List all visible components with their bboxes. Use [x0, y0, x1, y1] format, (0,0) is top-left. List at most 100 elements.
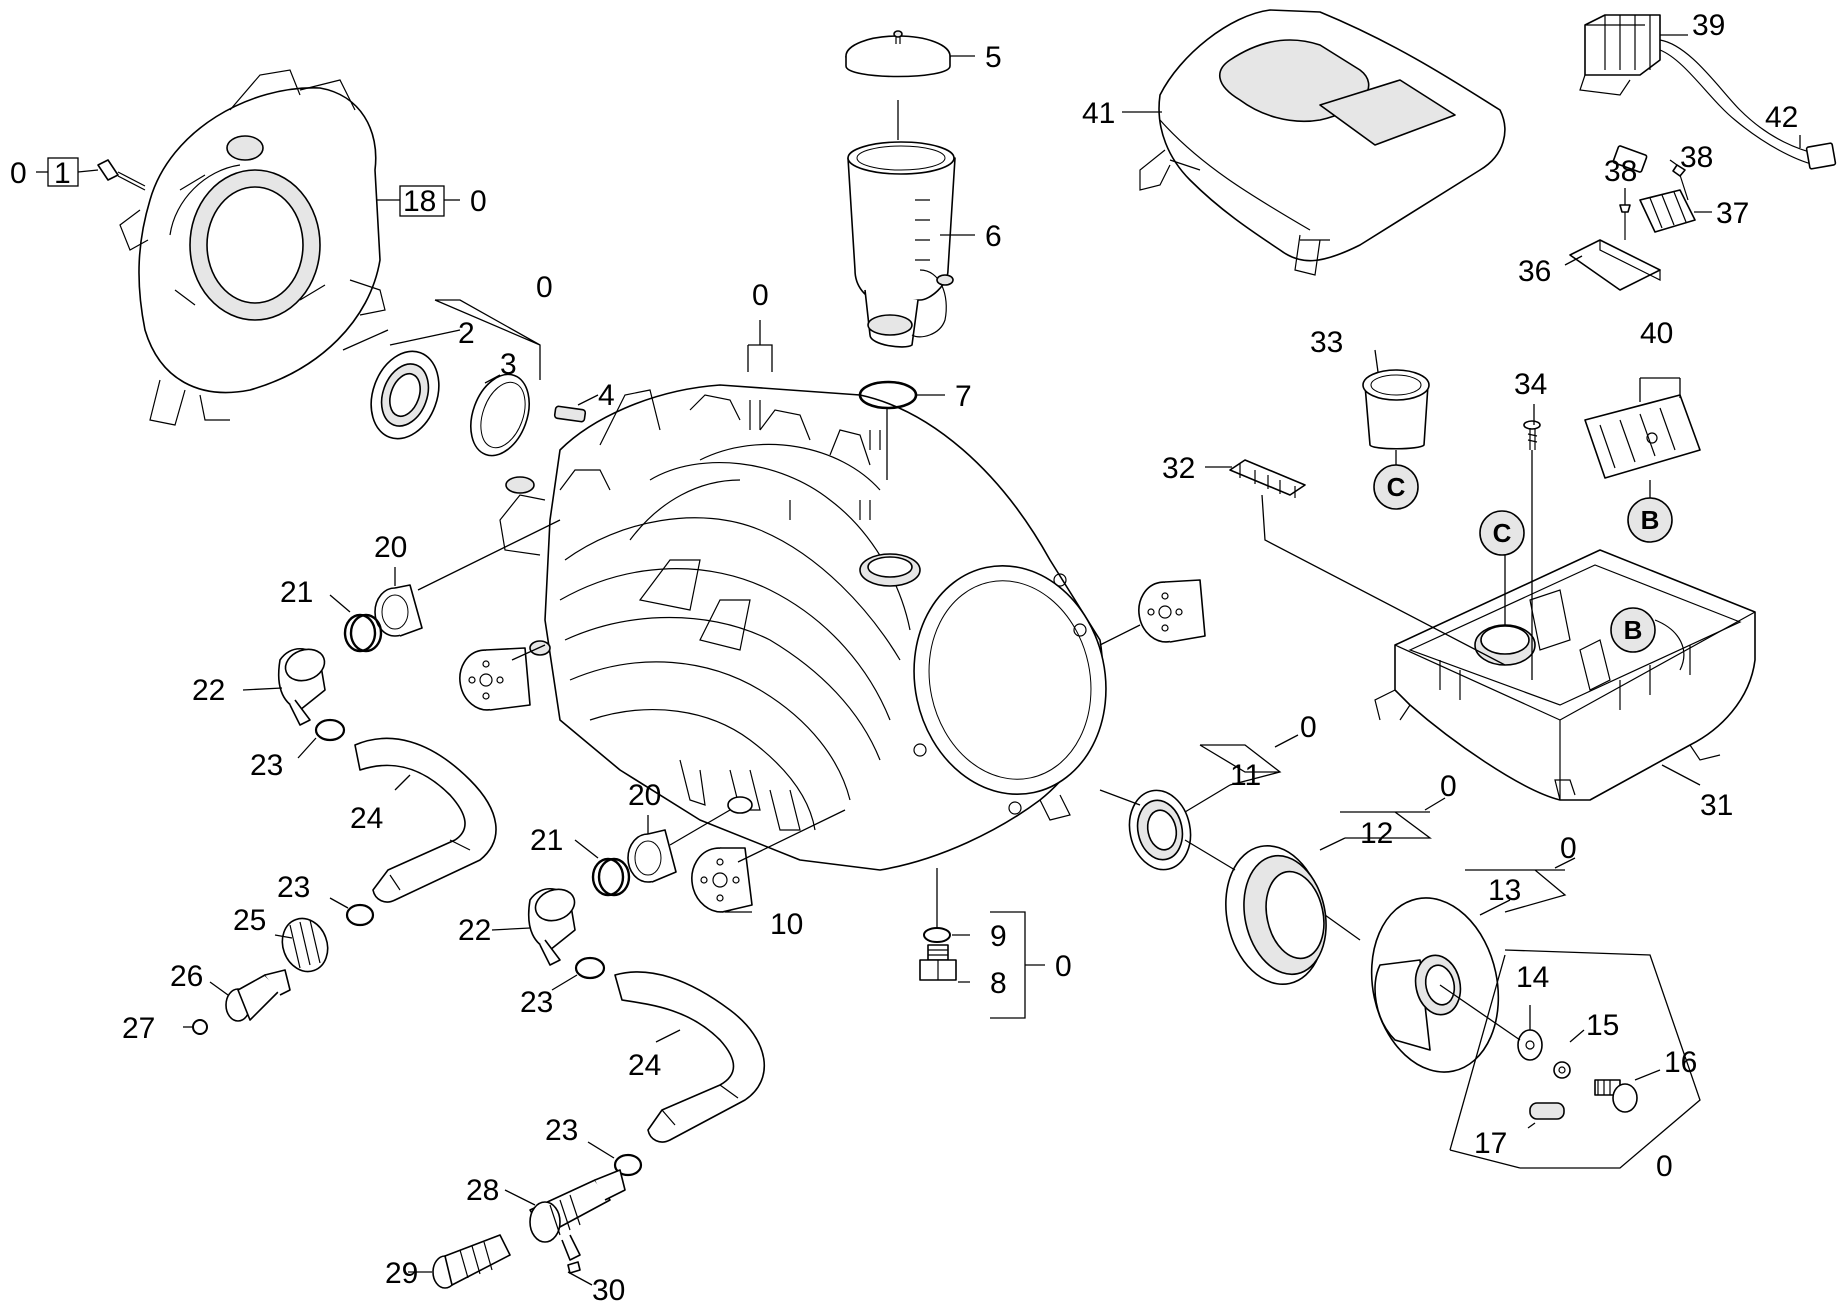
- callout-label: 0: [536, 271, 553, 304]
- callout-label: 29: [385, 1257, 418, 1290]
- part-23-clamp-b: [574, 956, 606, 980]
- callout-label: 10: [770, 908, 803, 941]
- callout-label: 4: [598, 379, 615, 412]
- main-housing: [499, 384, 1107, 871]
- callout-label: 39: [1692, 9, 1725, 42]
- part-24-hose-lower: [614, 971, 766, 1143]
- marker-label: C: [1493, 518, 1512, 548]
- callout-label: 38: [1680, 141, 1713, 174]
- part-13-pulley: [1370, 897, 1500, 1073]
- part-21-spring-lower: [591, 857, 631, 897]
- part-23-clamp-upper: [314, 718, 346, 742]
- callout-label: 40: [1640, 317, 1673, 350]
- part-8-plug: [919, 944, 957, 981]
- part-29-filter: [432, 1234, 511, 1289]
- callout-label: 21: [280, 576, 313, 609]
- callout-label: 23: [250, 749, 283, 782]
- callout-label: 41: [1082, 97, 1115, 130]
- part-30-screw: [567, 1261, 581, 1274]
- callout-label: 6: [985, 220, 1002, 253]
- part-36-bracket: [1569, 239, 1661, 291]
- valve-insert-left: [459, 647, 531, 711]
- callout-label: 26: [170, 960, 203, 993]
- callout-label: 0: [10, 157, 27, 190]
- callout-label: 38: [1604, 155, 1637, 188]
- part-33-cup: [1362, 369, 1430, 450]
- part-25-nut: [281, 917, 329, 973]
- part-9-oring: [923, 927, 951, 943]
- callout-label: 11: [1230, 759, 1261, 792]
- part-42-connector: [1612, 142, 1837, 173]
- part-10-insert: [691, 847, 753, 913]
- callout-label: 7: [955, 380, 972, 413]
- callout-label: 5: [985, 41, 1002, 74]
- part-5-cap: [845, 30, 951, 78]
- part-17-key: [1529, 1102, 1565, 1120]
- callout-label: 8: [990, 967, 1007, 1000]
- part-4-key: [553, 405, 587, 423]
- reference-marker-c-cup: C: [1373, 464, 1419, 510]
- part-26-nipple: [225, 969, 291, 1022]
- callout-label: 36: [1518, 255, 1551, 288]
- callout-label: 14: [1516, 961, 1549, 994]
- part-21-spring-upper: [343, 613, 383, 653]
- callout-label: 17: [1474, 1127, 1507, 1160]
- callout-label: 37: [1716, 197, 1749, 230]
- part-41-cover: [1139, 9, 1506, 276]
- callout-label: 23: [277, 871, 310, 904]
- part-23-clamp-a: [345, 903, 375, 927]
- part-23-clamp-c: [613, 1153, 643, 1177]
- part-3-ring: [470, 373, 530, 457]
- callout-label: 0: [1440, 770, 1457, 803]
- part-6-container: [847, 141, 956, 348]
- part-40-board: [1584, 394, 1701, 479]
- callout-label: 1: [54, 157, 71, 190]
- callout-label: 34: [1514, 368, 1547, 401]
- callout-label: 30: [592, 1274, 625, 1306]
- callout-label: 24: [628, 1049, 661, 1082]
- reference-marker-c-box: C: [1479, 510, 1525, 556]
- callout-labels: 0 1 18 0 0 2 3 4 0 5 6 7 41 39 42 38 38 …: [10, 9, 1798, 1306]
- leader-lines: [36, 34, 1801, 1286]
- callout-label: 25: [233, 904, 266, 937]
- reference-marker-b-board: B: [1627, 497, 1673, 543]
- part-32-strip: [1229, 459, 1306, 498]
- callout-label: 16: [1664, 1046, 1697, 1079]
- callout-label: 9: [990, 920, 1007, 953]
- callout-label: 0: [1055, 950, 1072, 983]
- callout-label: 0: [1560, 832, 1577, 865]
- valve-insert-right: [1138, 579, 1206, 643]
- part-28-valve: [529, 1169, 626, 1261]
- reference-marker-b-box: B: [1610, 607, 1656, 653]
- part-14-washer: [1517, 1029, 1543, 1061]
- part-34-screw: [1523, 420, 1541, 450]
- callout-label: 22: [458, 914, 491, 947]
- part-38-screw-a: [1619, 204, 1631, 240]
- marker-label: B: [1624, 615, 1643, 645]
- callout-label: 21: [530, 824, 563, 857]
- callout-label: 24: [350, 802, 383, 835]
- callout-label: 31: [1700, 789, 1733, 822]
- callout-label: 12: [1360, 817, 1393, 850]
- callout-label: 2: [458, 317, 475, 350]
- callout-label: 18: [403, 185, 436, 218]
- callout-label: 3: [500, 348, 517, 381]
- part-16-bolt: [1594, 1079, 1638, 1113]
- part-11-seal: [1128, 789, 1192, 871]
- part-27-oring: [192, 1019, 208, 1035]
- marker-label: C: [1387, 472, 1406, 502]
- part-18-flange: [119, 69, 386, 426]
- callout-label: 23: [545, 1114, 578, 1147]
- part-15-lockwasher: [1553, 1061, 1571, 1079]
- callout-label: 13: [1488, 874, 1521, 907]
- callout-label: 0: [752, 279, 769, 312]
- callout-label: 33: [1310, 326, 1343, 359]
- part-39-relay: [1579, 14, 1821, 166]
- part-22-elbow-lower: [527, 887, 576, 966]
- part-38-screw-b: [1672, 164, 1689, 201]
- part-31-electrical-box: [1374, 549, 1756, 801]
- callout-label: 0: [470, 185, 487, 218]
- marker-label: B: [1641, 505, 1660, 535]
- callout-label: 20: [628, 779, 661, 812]
